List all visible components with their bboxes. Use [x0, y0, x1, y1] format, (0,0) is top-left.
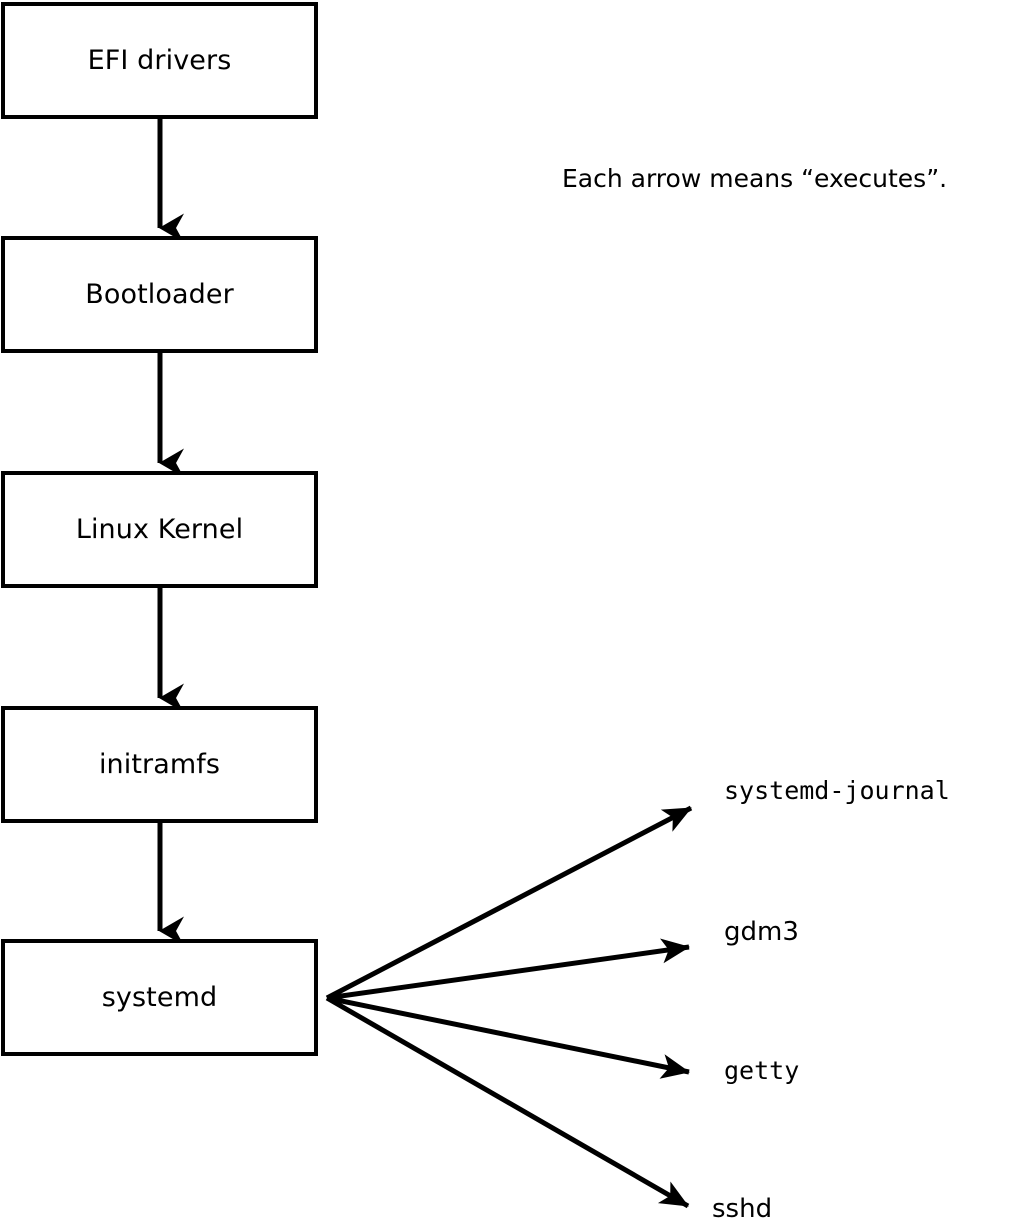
legend-note: Each arrow means “executes”. — [562, 164, 948, 193]
node-systemd[interactable]: systemd — [1, 939, 318, 1056]
node-label-efi-drivers: EFI drivers — [87, 45, 232, 76]
service-label-systemd-journal[interactable]: systemd-journal — [724, 776, 950, 805]
node-linux-kernel[interactable]: Linux Kernel — [1, 471, 318, 588]
service-label-gdm3[interactable]: gdm3 — [724, 917, 799, 947]
node-efi-drivers[interactable]: EFI drivers — [1, 2, 318, 119]
node-label-initramfs: initramfs — [98, 749, 221, 780]
node-label-bootloader: Bootloader — [85, 279, 234, 310]
node-label-systemd: systemd — [101, 982, 218, 1013]
service-label-sshd[interactable]: sshd — [712, 1194, 773, 1224]
node-initramfs[interactable]: initramfs — [1, 706, 318, 823]
arrow-systemd-to-gdm3 — [326, 938, 690, 1001]
arrow-systemd-to-getty — [326, 995, 690, 1079]
arrow-systemd-to-sshd — [325, 995, 690, 1209]
node-label-linux-kernel: Linux Kernel — [75, 514, 244, 545]
arrow-systemd-to-systemd-journal — [325, 805, 693, 1001]
node-bootloader[interactable]: Bootloader — [1, 236, 318, 353]
service-label-getty[interactable]: getty — [724, 1056, 800, 1085]
